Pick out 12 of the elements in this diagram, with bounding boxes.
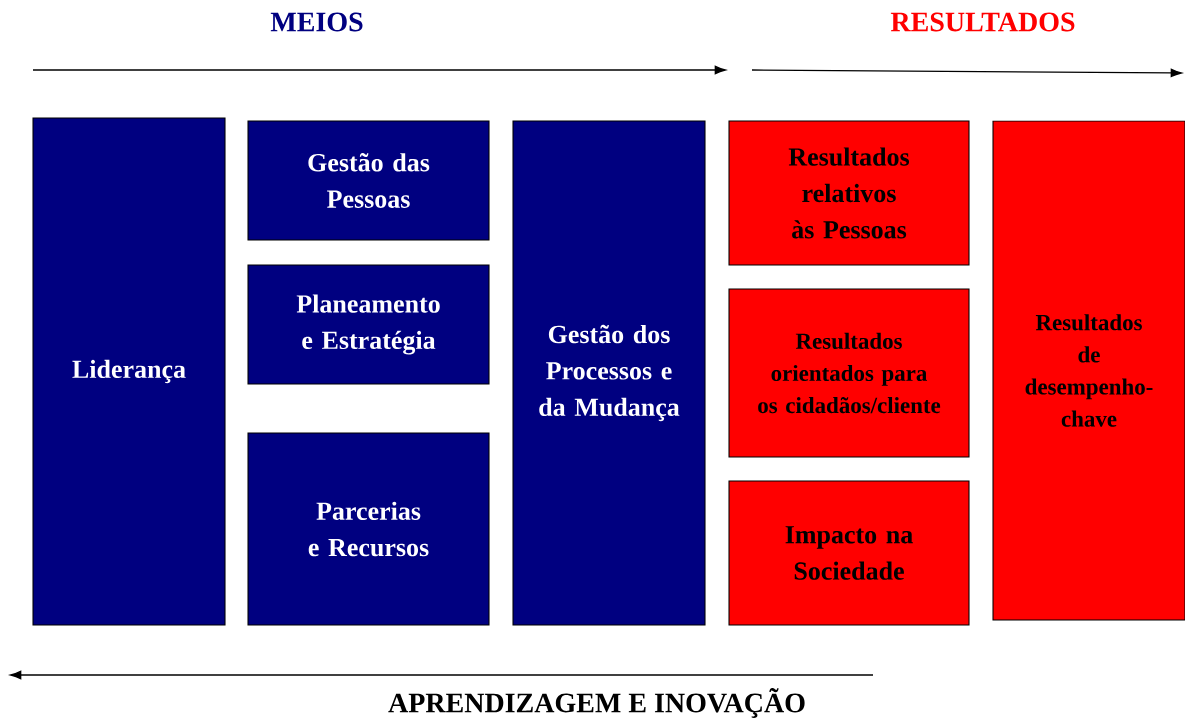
- heading: RESULTADOS: [890, 12, 1075, 32]
- heading: MEIOS: [270, 12, 363, 32]
- criteria-box: Resultados orientados para os cidadãos/cliente: [728, 288, 970, 458]
- criteria-box: Resultados de desempenho-chave: [992, 120, 1185, 621]
- criteria-box: Gestão das Pessoas: [247, 120, 490, 241]
- criteria-box: Gestão dos Processos e da Mudança: [512, 120, 706, 626]
- criteria-box: Resultados relativos às Pessoas: [728, 120, 970, 266]
- criteria-box: Impacto na Sociedade: [728, 480, 970, 626]
- heading: APRENDIZAGEM E INOVAÇÃO: [388, 688, 805, 718]
- criteria-box: Planeamento e Estratégia: [247, 264, 490, 385]
- criteria-box: Parcerias e Recursos: [247, 432, 490, 626]
- criteria-box: Liderança: [32, 117, 226, 626]
